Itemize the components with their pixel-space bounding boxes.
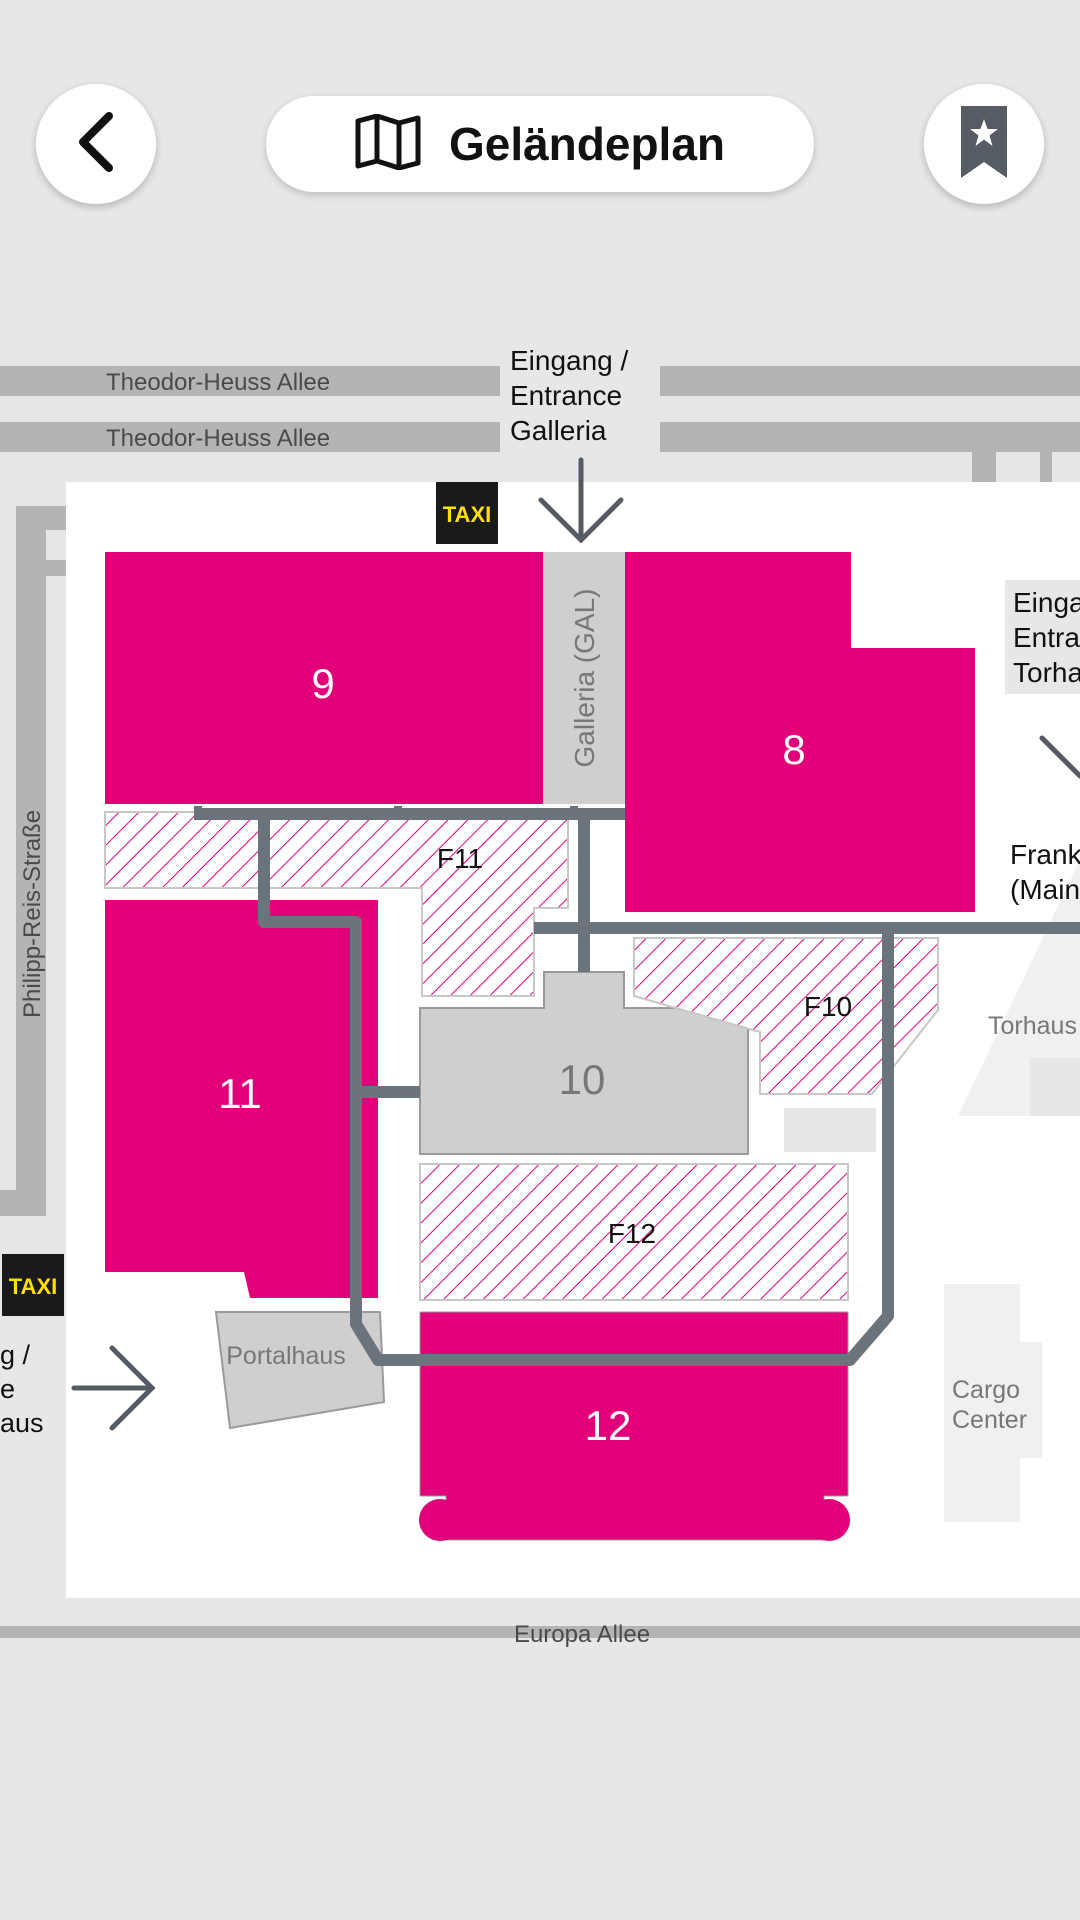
street-europa	[0, 1626, 1080, 1638]
street-label-europa: Europa Allee	[514, 1621, 650, 1648]
hall-9-label: 9	[311, 660, 334, 707]
entrance-galleria-label[interactable]: Eingang / Entrance Galleria	[510, 345, 636, 446]
map-icon	[355, 113, 421, 175]
torhaus-label: Torhaus	[988, 1012, 1077, 1040]
area-f11[interactable]	[104, 811, 569, 997]
street-connector	[972, 452, 996, 482]
hall-10[interactable]	[419, 971, 749, 1155]
cargo-center-label: Cargo Center	[952, 1376, 1027, 1434]
hall-galleria[interactable]	[543, 552, 627, 804]
favorite-button[interactable]	[924, 84, 1044, 204]
building-portalhaus[interactable]	[214, 1311, 386, 1430]
building-torhaus-2	[1030, 1058, 1080, 1116]
street-theodor-heuss-2	[0, 422, 500, 452]
street-label-theodor-heuss-2: Theodor-Heuss Allee	[106, 425, 330, 452]
taxi-sign-galleria-label: TAXI	[443, 502, 491, 527]
taxi-sign-galleria[interactable]	[436, 482, 498, 544]
building-cargo-center[interactable]	[944, 1284, 1042, 1522]
taxi-sign-portalhaus[interactable]	[2, 1254, 64, 1316]
hall-11[interactable]	[105, 900, 378, 1298]
hall-9[interactable]	[105, 552, 545, 804]
walkway-network	[194, 806, 1080, 1366]
street-philipp-top	[16, 506, 66, 530]
hall-12-tower-left	[419, 1499, 461, 1541]
area-f11-label: F11	[437, 843, 483, 874]
street-philipp-reis	[16, 506, 46, 1216]
title-pill: Geländeplan	[266, 96, 814, 192]
street-philipp-side	[40, 560, 66, 576]
entrance-torhaus-box	[1005, 580, 1080, 694]
taxi-sign-portalhaus-label: TAXI	[9, 1274, 57, 1299]
entrance-portalhaus-label[interactable]: g / e aus	[0, 1340, 44, 1438]
hall-8-label: 8	[782, 726, 805, 773]
street-philipp-bottom	[0, 1190, 46, 1216]
hall-8[interactable]	[625, 552, 975, 912]
area-f10[interactable]	[633, 937, 939, 1095]
street-label-theodor-heuss-1: Theodor-Heuss Allee	[106, 369, 330, 396]
bookmark-star-icon	[961, 105, 1007, 183]
hall-12[interactable]	[419, 1311, 849, 1541]
area-f12[interactable]	[419, 1163, 849, 1301]
street-label-philipp-reis: Philipp-Reis-Straße	[19, 810, 46, 1018]
entrance-galleria-box	[500, 338, 660, 454]
street-theodor-heuss-1b	[660, 366, 1080, 396]
street-connector-2	[1040, 452, 1052, 482]
street-theodor-heuss-1	[0, 366, 500, 396]
galleria-label: Galleria (GAL)	[569, 589, 600, 768]
portalhaus-label: Portalhaus	[226, 1342, 346, 1370]
hall-12-tower-right	[808, 1499, 850, 1541]
chevron-left-icon	[71, 111, 121, 177]
page-title: Geländeplan	[448, 118, 726, 170]
arrow-entrance-portalhaus	[71, 1345, 156, 1431]
arrow-entrance-torhaus	[1039, 735, 1080, 779]
street-theodor-heuss-2b	[660, 422, 1080, 452]
arrow-entrance-galleria	[538, 457, 624, 544]
entrance-torhaus-label[interactable]: Einga Entra Torha	[1013, 587, 1080, 688]
hall-12-label: 12	[585, 1402, 632, 1449]
area-f10-label: F10	[804, 991, 852, 1022]
frankfurt-label: Frank (Main	[1010, 839, 1080, 905]
back-button[interactable]	[36, 84, 156, 204]
hall-11-label: 11	[218, 1070, 262, 1117]
hall-10-label: 10	[559, 1056, 606, 1103]
building-small	[784, 1108, 876, 1152]
area-f12-label: F12	[608, 1218, 656, 1249]
